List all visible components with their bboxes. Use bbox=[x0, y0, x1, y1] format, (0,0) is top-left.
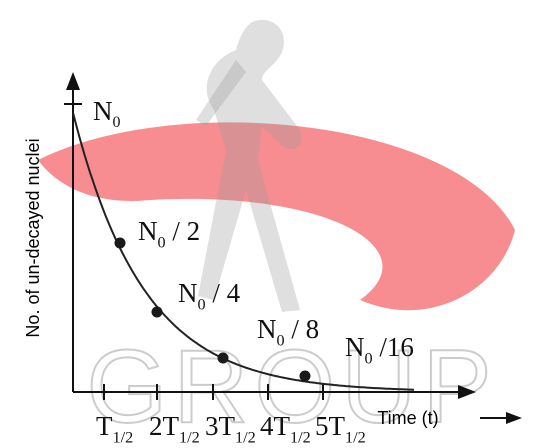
point-label-2-sub: 0 bbox=[198, 296, 206, 314]
data-points bbox=[114, 237, 311, 382]
x-tick-label-4: 4T1/2 bbox=[260, 411, 311, 447]
x-tick-label-4-main: 4T bbox=[260, 411, 291, 441]
point-label-4: N0 /16 bbox=[345, 332, 414, 368]
data-point-3 bbox=[217, 352, 229, 364]
y-max-label: N0 bbox=[93, 96, 121, 131]
x-axis-label: Time (t) bbox=[377, 408, 438, 428]
y-axis-label: No. of un-decayed nuclei bbox=[23, 138, 43, 337]
x-tick-label-3: 3T1/2 bbox=[205, 411, 256, 447]
x-tick-label-2-main: 2T bbox=[149, 411, 180, 441]
point-label-4-tail: /16 bbox=[373, 332, 414, 362]
point-labels: N0 / 2N0 / 4N0 / 8N0 /16 bbox=[138, 216, 414, 368]
watermark-figure-silhouette bbox=[198, 19, 302, 312]
point-label-1-sub: 0 bbox=[158, 234, 166, 252]
watermark-red-swoosh bbox=[38, 122, 515, 311]
axes bbox=[64, 72, 476, 399]
point-label-1-main: N bbox=[138, 216, 158, 246]
y-max-label-sub: 0 bbox=[113, 114, 121, 131]
x-tick-label-5: 5T1/2 bbox=[315, 411, 366, 447]
point-label-4-main: N bbox=[345, 332, 365, 362]
x-tick-label-2-sub: 1/2 bbox=[179, 429, 200, 447]
point-label-1: N0 / 2 bbox=[138, 216, 200, 252]
x-axis-arrowhead bbox=[458, 385, 476, 399]
x-tick-label-1-sub: 1/2 bbox=[113, 429, 134, 447]
watermark: GROUP bbox=[38, 19, 515, 446]
x-tick-label-3-sub: 1/2 bbox=[235, 429, 256, 447]
watermark-group-text: GROUP bbox=[86, 329, 497, 445]
x-axis-label-arrowhead bbox=[506, 412, 522, 424]
watermark-figure-arm bbox=[196, 60, 246, 126]
data-point-4 bbox=[299, 370, 311, 382]
data-point-1 bbox=[114, 237, 126, 249]
x-axis-label-arrow bbox=[480, 412, 522, 424]
point-label-3-main: N bbox=[257, 314, 277, 344]
point-label-2-main: N bbox=[178, 278, 198, 308]
data-point-2 bbox=[151, 306, 163, 318]
decay-curve bbox=[72, 112, 414, 391]
point-label-3-tail: / 8 bbox=[285, 314, 320, 344]
point-label-4-sub: 0 bbox=[365, 350, 373, 368]
point-label-3: N0 / 8 bbox=[257, 314, 319, 350]
point-label-3-sub: 0 bbox=[277, 332, 285, 350]
x-tick-label-1-main: T bbox=[96, 411, 113, 441]
x-tick-label-5-main: 5T bbox=[315, 411, 346, 441]
y-max-label-main: N bbox=[93, 96, 113, 126]
y-axis-arrowhead bbox=[66, 72, 80, 90]
point-label-1-tail: / 2 bbox=[166, 216, 201, 246]
point-label-2: N0 / 4 bbox=[178, 278, 241, 314]
x-tick-label-2: 2T1/2 bbox=[149, 411, 200, 447]
point-label-2-tail: / 4 bbox=[206, 278, 241, 308]
x-tick-label-3-main: 3T bbox=[205, 411, 236, 441]
x-tick-label-5-sub: 1/2 bbox=[345, 429, 366, 447]
x-tick-label-1: T1/2 bbox=[96, 411, 133, 447]
x-tick-label-4-sub: 1/2 bbox=[290, 429, 311, 447]
x-ticks bbox=[103, 384, 324, 400]
